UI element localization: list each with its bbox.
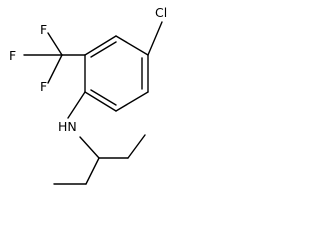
atom-label-nh: HN	[58, 119, 77, 134]
bond-n-ch	[79, 136, 100, 159]
ring-double-bond-upper	[90, 41, 117, 58]
ring-bond-c1-c2	[84, 35, 117, 56]
bond-cf3-f-bottom	[47, 54, 63, 84]
bond-ch-ch2-lower	[85, 157, 100, 185]
atom-label-f-bottom: F	[40, 79, 47, 94]
atom-label-f-left: F	[9, 48, 16, 63]
structure-canvas: Cl F F F HN	[9, 5, 167, 185]
ring-bond-c4-c5	[115, 91, 149, 112]
atom-label-f-top: F	[40, 22, 47, 37]
atom-label-cl: Cl	[155, 5, 167, 20]
ring-bond-c3-c4	[84, 91, 117, 112]
bond-ch2-ch3-right	[127, 134, 146, 159]
bond-c3-n	[67, 91, 86, 119]
chemical-structure: Cl F F F HN	[9, 5, 167, 185]
bond-cf3-f-top	[47, 32, 63, 56]
bond-c6-cl	[147, 21, 163, 56]
ring-bond-c6-c1	[115, 35, 149, 56]
ring-double-bond-lower-left	[90, 89, 117, 106]
